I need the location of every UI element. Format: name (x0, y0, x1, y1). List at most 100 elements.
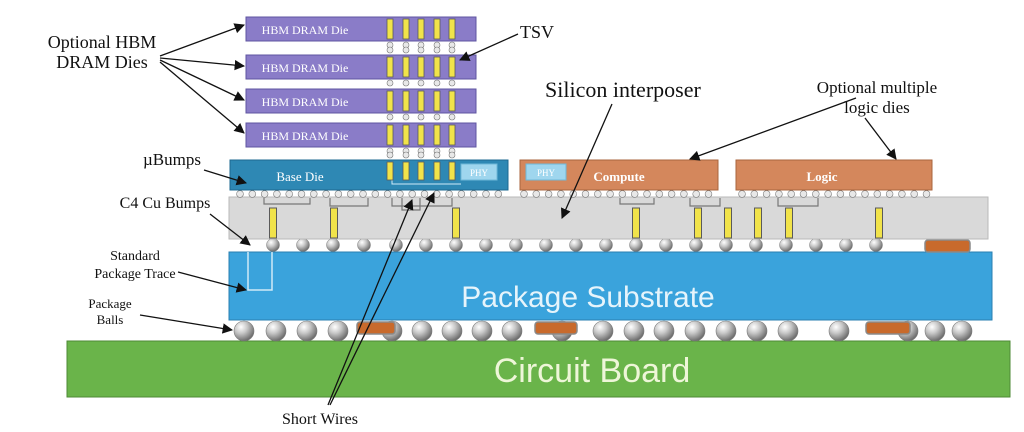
package-trace (247, 252, 273, 291)
micro-bump (359, 190, 367, 198)
micro-bump (482, 190, 490, 198)
hbm-tsv (433, 90, 441, 112)
silicon-interposer (228, 196, 989, 240)
hbm-tsv (433, 161, 441, 181)
package-ball (501, 320, 523, 342)
micro-bump (532, 190, 540, 198)
c4-bump (629, 238, 643, 252)
label-silicon-interposer: Silicon interposer (545, 77, 701, 102)
micro-bump (408, 190, 416, 198)
logic-die-label: Logic (806, 169, 837, 184)
phy-block-right (525, 163, 567, 181)
arrow-tsv (459, 33, 519, 61)
arrow-package-balls (139, 314, 234, 334)
micro-bump (680, 190, 688, 198)
compute-die-label: Compute (593, 169, 645, 184)
label-trace-line1: Standard (110, 249, 160, 264)
phy-block-left (460, 163, 498, 181)
hbm-tsv (448, 161, 456, 181)
hbm-die-3-label: HBM DRAM Die (262, 95, 349, 109)
c4-bump (357, 238, 371, 252)
hbm-tsv (433, 18, 441, 40)
logic-die (735, 159, 933, 191)
interposer-tsv (724, 207, 732, 239)
interposer-tsv (330, 207, 338, 239)
hbm-micro-bump (402, 151, 410, 159)
arrow-c4-bumps (209, 213, 251, 246)
label-short-wires: Short Wires (282, 411, 358, 428)
hbm-tsv (433, 56, 441, 78)
micro-bump (445, 190, 453, 198)
hbm-micro-bump (386, 79, 394, 87)
arrow-silicon-interposer (560, 103, 613, 219)
micro-bump (322, 190, 330, 198)
hbm-tsv (386, 18, 394, 40)
micro-bump (594, 190, 602, 198)
hbm-micro-bump (402, 46, 410, 54)
micro-bump (922, 190, 931, 198)
hbm-tsv (417, 56, 425, 78)
circuit-board (66, 340, 1011, 398)
hbm-micro-bump (433, 113, 441, 121)
phy-right-label: PHY (537, 168, 556, 178)
micro-bump (618, 190, 627, 198)
interposer-wiring (263, 198, 819, 211)
c4-bump (449, 238, 463, 252)
c4-bump (419, 238, 433, 252)
hbm-tsv (402, 90, 410, 112)
arrow-compute-die (689, 97, 857, 161)
micro-bump (581, 190, 590, 198)
hbm-micro-bump (448, 113, 456, 121)
interposer-tsv (269, 207, 277, 239)
c4-bump (479, 238, 493, 252)
hbm-tsv (448, 56, 456, 78)
hbm-tsv (386, 161, 394, 181)
interposer-tsv (875, 207, 883, 239)
base-die-label: Base Die (276, 169, 324, 184)
hbm-micro-bump (448, 79, 456, 87)
micro-bump (433, 190, 441, 198)
arrow-hbm-3 (159, 59, 245, 101)
arrow-package-trace (177, 271, 248, 293)
c4-bump (539, 238, 553, 252)
hbm-micro-bump (386, 46, 394, 54)
micro-bumps (236, 190, 931, 198)
micro-bump (799, 190, 808, 198)
c4-bump (509, 238, 523, 252)
hbm-micro-bump (433, 46, 441, 54)
package-ball (441, 320, 463, 342)
label-micro-bumps: µBumps (143, 150, 201, 169)
phy-left-label: PHY (470, 168, 489, 178)
package-substrate-label: Package Substrate (461, 281, 715, 314)
micro-bump (775, 190, 783, 198)
micro-bump (812, 190, 820, 198)
label-logic-dies-line2: logic dies (844, 98, 910, 117)
micro-bump (285, 190, 293, 198)
micro-bump (236, 190, 244, 198)
hbm-micro-bump (433, 151, 441, 159)
hbm-tsv (448, 124, 456, 146)
package-ball (265, 320, 287, 342)
micro-bump (787, 190, 795, 198)
micro-bump (750, 190, 758, 198)
package-ball (951, 320, 973, 342)
micro-bump (470, 190, 478, 198)
micro-bump (606, 190, 614, 198)
package-ball (233, 320, 255, 342)
micro-bump (494, 190, 502, 198)
interposer-tsv (694, 207, 702, 239)
package-ball (777, 320, 799, 342)
package-ball (715, 320, 737, 342)
hbm-micro-bump (417, 46, 425, 54)
hbm-micro-bump (448, 46, 456, 54)
package-ball (924, 320, 946, 342)
package-pad (534, 321, 578, 335)
c4-bump (296, 238, 310, 252)
package-ball (296, 320, 318, 342)
micro-bump (667, 190, 676, 198)
micro-bump (836, 190, 845, 198)
micro-bump (544, 190, 553, 198)
hbm-micro-bump (402, 113, 410, 121)
c4-pad-right (924, 239, 971, 253)
